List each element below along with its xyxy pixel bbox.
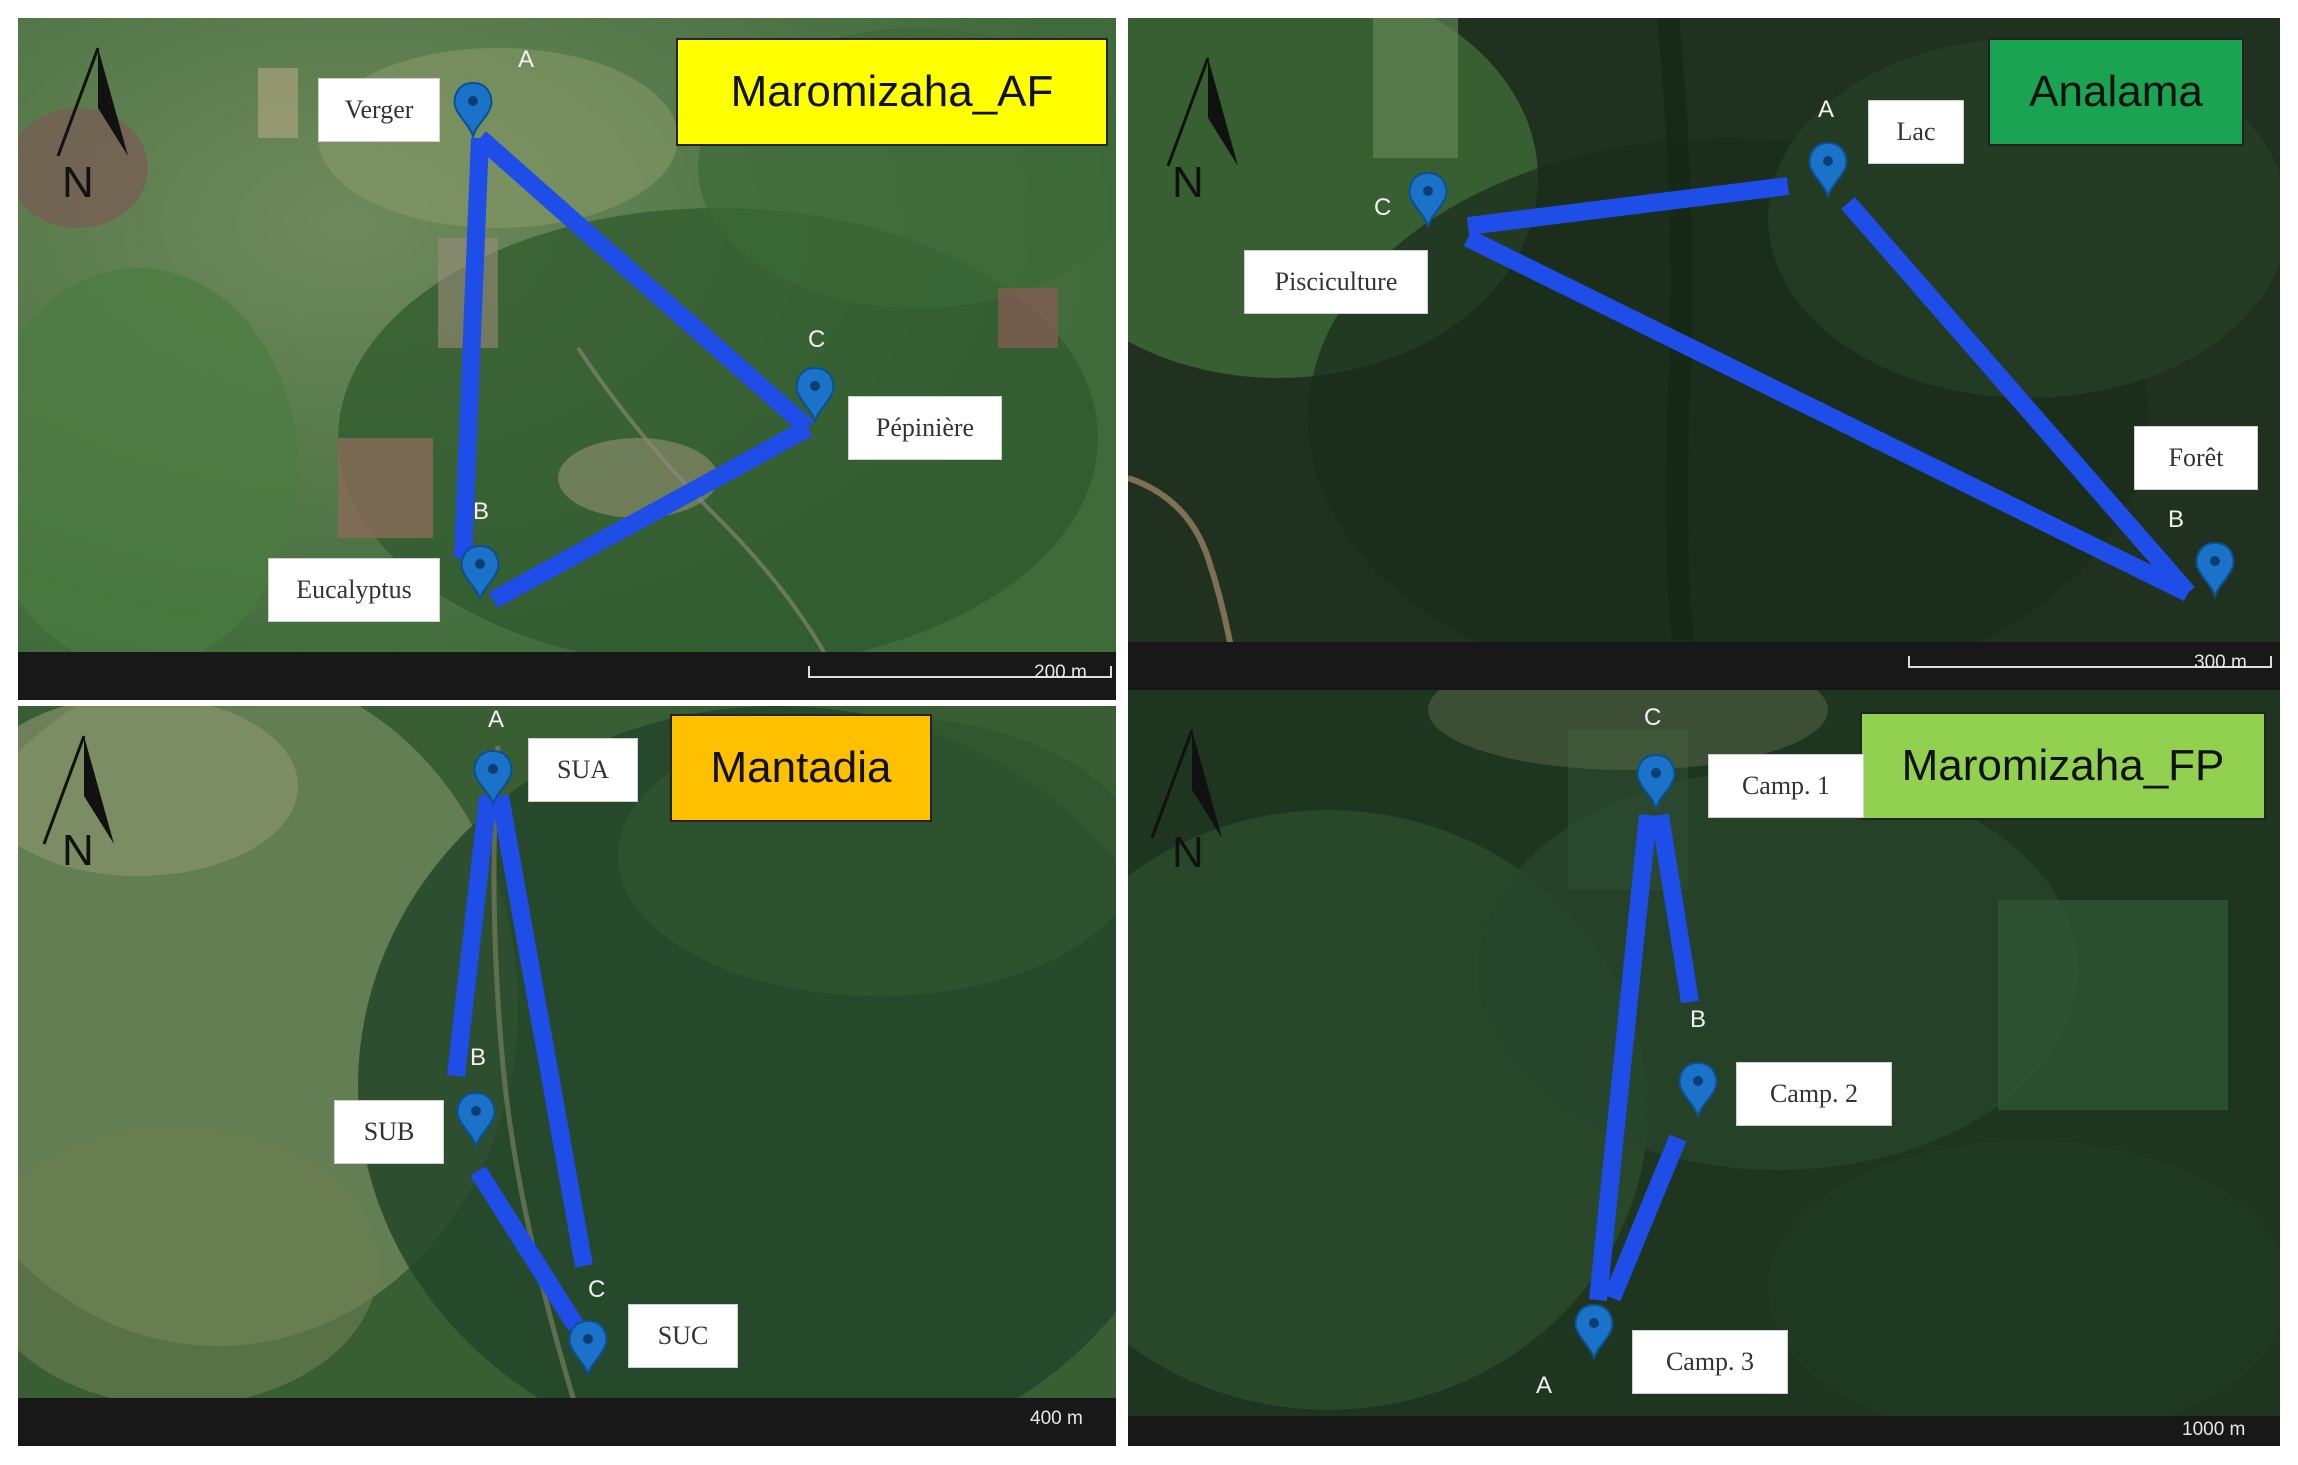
point-letter: A — [518, 46, 535, 73]
site-label: Verger — [318, 78, 440, 142]
map-panel-maromizaha-fp: N Maromizaha_FP Camp. 1 Camp. 2 Camp. 3 … — [1128, 690, 2280, 1446]
scale-bar: 300 m — [1128, 642, 2280, 690]
point-letter: C — [1374, 194, 1392, 221]
north-arrow-icon — [42, 735, 114, 845]
point-letter: B — [470, 1044, 487, 1071]
north-label: N — [1172, 158, 1204, 207]
satellite-imagery — [18, 706, 1116, 1446]
north-arrow-icon — [56, 47, 128, 157]
point-letter: B — [2168, 506, 2185, 533]
transect-lines — [1464, 177, 2195, 602]
point-letter: B — [1690, 1006, 1707, 1033]
satellite-imagery — [1128, 690, 2280, 1446]
point-letter: C — [808, 326, 826, 353]
scale-label: 300 m — [2194, 652, 2247, 673]
scale-line — [1908, 656, 2272, 668]
north-arrow-icon — [1166, 57, 1238, 167]
site-label: Camp. 3 — [1632, 1330, 1788, 1394]
site-label: SUA — [528, 738, 638, 802]
location-pin-icon[interactable] — [453, 81, 493, 140]
site-label: Camp. 1 — [1708, 754, 1864, 818]
site-label: Eucalyptus — [268, 558, 440, 622]
map-panel-analama: N Analama Lac Forêt Pisciculture A B C 3… — [1128, 18, 2280, 690]
site-label: SUB — [334, 1100, 444, 1164]
scale-label: 400 m — [1030, 1408, 1083, 1429]
location-pin-icon[interactable] — [473, 749, 513, 808]
north-label: N — [62, 826, 94, 875]
point-letter: A — [488, 706, 505, 733]
point-letter: C — [588, 1276, 606, 1303]
transect-lines — [1589, 813, 1699, 1302]
map-panel-mantadia: N Mantadia SUA SUB SUC A B C 400 m — [18, 706, 1116, 1446]
site-label: SUC — [628, 1304, 738, 1368]
scale-label: 1000 m — [2182, 1419, 2246, 1440]
location-pin-icon[interactable] — [1678, 1061, 1718, 1120]
point-letter: A — [1536, 1372, 1553, 1399]
panel-title: Maromizaha_FP — [1860, 712, 2266, 820]
location-pin-icon[interactable] — [460, 544, 500, 603]
scale-line — [808, 666, 1112, 678]
site-label: Forêt — [2134, 426, 2258, 490]
site-label: Lac — [1868, 100, 1964, 164]
location-pin-icon[interactable] — [456, 1091, 496, 1150]
panel-title: Analama — [1988, 38, 2244, 146]
scale-bar: 200 m — [18, 652, 1116, 700]
transect-lines — [454, 131, 814, 608]
point-letter: B — [473, 498, 490, 525]
panel-title: Mantadia — [670, 714, 932, 822]
site-label: Pépinière — [848, 396, 1002, 460]
north-label: N — [1172, 828, 1204, 877]
transect-lines — [447, 794, 593, 1331]
north-label: N — [62, 158, 94, 207]
location-pin-icon[interactable] — [1808, 141, 1848, 200]
location-pin-icon[interactable] — [795, 366, 835, 425]
scale-bar: 400 m — [18, 1398, 1116, 1446]
location-pin-icon[interactable] — [1574, 1303, 1614, 1362]
scale-label: 200 m — [1034, 662, 1087, 683]
panel-title: Maromizaha_AF — [676, 38, 1108, 146]
point-letter: A — [1818, 96, 1835, 123]
location-pin-icon[interactable] — [2195, 541, 2235, 600]
site-label: Pisciculture — [1244, 250, 1428, 314]
north-arrow-icon — [1150, 729, 1222, 839]
point-letter: C — [1644, 704, 1662, 731]
location-pin-icon[interactable] — [1636, 753, 1676, 812]
scale-bar: 1000 m — [1128, 1416, 2280, 1446]
location-pin-icon[interactable] — [568, 1319, 608, 1378]
site-label: Camp. 2 — [1736, 1062, 1892, 1126]
location-pin-icon[interactable] — [1408, 171, 1448, 230]
map-panel-maromizaha-af: N Maromizaha_AF Verger Eucalyptus Pépini… — [18, 18, 1116, 700]
